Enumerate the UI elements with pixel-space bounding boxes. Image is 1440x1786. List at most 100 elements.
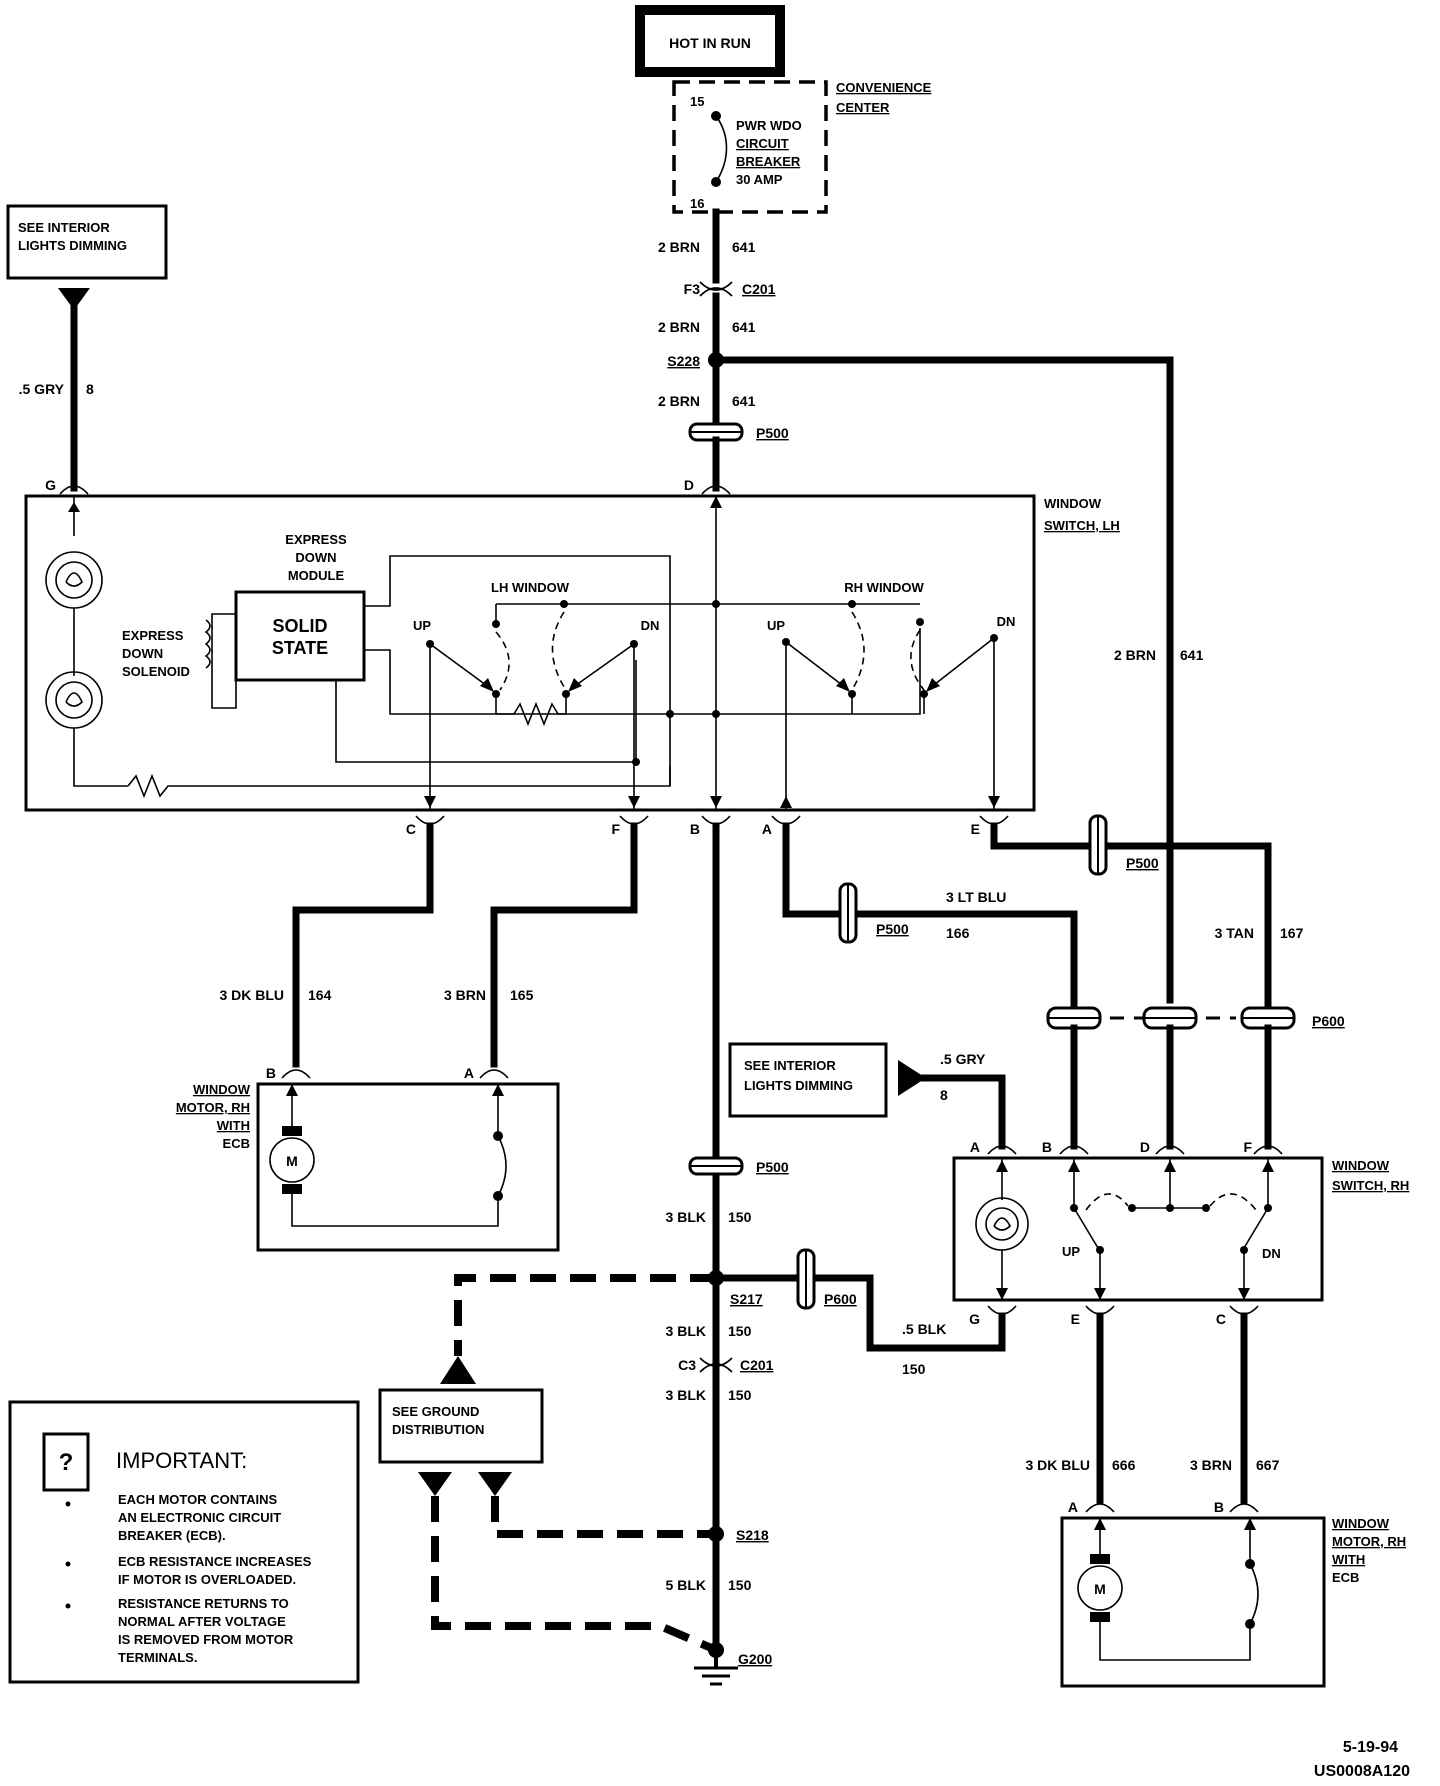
motor-lh-wire-a-circuit: 165 — [510, 987, 534, 1003]
lh-window-label: LH WINDOW — [491, 580, 570, 595]
rh-pin-d-label: D — [1140, 1139, 1150, 1155]
ground-w3-size: 3 BLK — [666, 1387, 706, 1403]
footer-code: US0008A120 — [1314, 1763, 1410, 1780]
footer: 5-19-94 US0008A120 — [1314, 1739, 1410, 1780]
p600-ground-label: P600 — [824, 1291, 857, 1307]
p500-ground-label: P500 — [756, 1159, 789, 1175]
rh-wire-c-circuit: 667 — [1256, 1457, 1280, 1473]
important-b1-l3: BREAKER (ECB). — [118, 1528, 226, 1543]
feed-wire-1-circuit: 641 — [732, 239, 756, 255]
feed-wire-2-size: 2 BRN — [658, 319, 700, 335]
lh-pin-b-label: B — [690, 821, 700, 837]
c201-ground-label: C201 — [740, 1357, 774, 1373]
lh-pin-f-label: F — [611, 821, 620, 837]
motor-rh-title-2: MOTOR, RH — [1332, 1534, 1406, 1549]
solenoid-label-1: EXPRESS — [122, 628, 184, 643]
dimming-right-label-1: SEE INTERIOR — [744, 1058, 836, 1073]
motor-lh-m: M — [286, 1153, 298, 1169]
ground-g200-label: G200 — [738, 1651, 772, 1667]
breaker-label-1: PWR WDO — [736, 118, 802, 133]
lh-rh-dn-label: DN — [997, 614, 1016, 629]
motor-lh-title-4: ECB — [223, 1136, 250, 1151]
ground-w3-circuit: 150 — [728, 1387, 752, 1403]
solid-state-label-1: SOLID — [272, 616, 327, 636]
lh-pin-a-label: A — [762, 821, 772, 837]
rh-switch-title-1: WINDOW — [1332, 1158, 1390, 1173]
tan-wire-circuit: 167 — [1280, 925, 1304, 941]
motor-lh-title-3: WITH — [217, 1118, 250, 1133]
ground-w2-size: 3 BLK — [666, 1323, 706, 1339]
p600-label: P600 — [1312, 1013, 1345, 1029]
feed-wire: 2 BRN 641 F3 C201 2 BRN 641 S228 2 BRN 6… — [658, 208, 789, 495]
dimming-right-wire-circuit: 8 — [940, 1087, 948, 1103]
important-b3-l3: IS REMOVED FROM MOTOR — [118, 1632, 294, 1647]
splice-s217-label: S217 — [730, 1291, 763, 1307]
lh-pin-e-label: E — [971, 821, 980, 837]
motor-lh-pin-a: A — [464, 1065, 474, 1081]
solid-state-module — [234, 590, 366, 682]
feed-wire-3-circuit: 641 — [732, 393, 756, 409]
dimming-left-wire-circuit: 8 — [86, 381, 94, 397]
rh-pin-g-label: G — [969, 1311, 980, 1327]
see-ground-label-2: DISTRIBUTION — [392, 1422, 484, 1437]
motor-lh-pin-b: B — [266, 1065, 276, 1081]
ground-w4-size: 5 BLK — [666, 1577, 706, 1593]
see-ground-label-1: SEE GROUND — [392, 1404, 479, 1419]
lh-switch-title-2: SWITCH, LH — [1044, 518, 1120, 533]
rh-pin-e-label: E — [1071, 1311, 1080, 1327]
rh-wire-c-size: 3 BRN — [1190, 1457, 1232, 1473]
motor-lh-wires: 3 DK BLU 164 3 BRN 165 B A — [219, 822, 638, 1081]
ltblu-connector-label: P500 — [876, 921, 909, 937]
right-feed-circuit: 641 — [1180, 647, 1204, 663]
lh-dn-label: DN — [641, 618, 660, 633]
breaker-label-2: CIRCUIT — [736, 136, 789, 151]
breaker-label-4: 30 AMP — [736, 172, 783, 187]
p500-e-label: P500 — [1126, 855, 1159, 871]
important-b2-l2: IF MOTOR IS OVERLOADED. — [118, 1572, 296, 1587]
breaker-element — [715, 115, 728, 183]
rh-wire-e-circuit: 666 — [1112, 1457, 1136, 1473]
important-b1-l1: EACH MOTOR CONTAINS — [118, 1492, 277, 1507]
important-b3-l1: RESISTANCE RETURNS TO — [118, 1596, 289, 1611]
convenience-center: CONVENIENCE CENTER 15 16 PWR WDO CIRCUIT… — [672, 80, 932, 214]
solenoid-label-2: DOWN — [122, 646, 163, 661]
ground-w2-circuit: 150 — [728, 1323, 752, 1339]
lh-up-label: UP — [413, 618, 431, 633]
solenoid-coil — [204, 619, 211, 669]
rh-pin-f-label: F — [1243, 1139, 1252, 1155]
hot-in-run-label: HOT IN RUN — [669, 35, 751, 51]
right-feed-wire: 2 BRN 641 — [712, 356, 1204, 1004]
solid-state-label-2: STATE — [272, 638, 328, 658]
important-title: IMPORTANT: — [116, 1448, 247, 1473]
dimming-left-label-1: SEE INTERIOR — [18, 220, 110, 235]
feed-wire-2-circuit: 641 — [732, 319, 756, 335]
c201-top-connector — [699, 281, 733, 291]
motor-lh-wire-b-circuit: 164 — [308, 987, 332, 1003]
lh-switch-title-1: WINDOW — [1044, 496, 1102, 511]
ground-w4-circuit: 150 — [728, 1577, 752, 1593]
rh-pin-b-label: B — [1042, 1139, 1052, 1155]
convenience-center-label-1: CONVENIENCE — [836, 80, 932, 95]
tan-wire: P500 3 TAN 167 — [990, 814, 1304, 1150]
ground-wire: P500 3 BLK 150 S217 P600 .5 BLK 150 3 BL… — [666, 822, 1006, 1686]
dimming-left-wire-size: .5 GRY — [19, 381, 65, 397]
rh-ground-circuit: 150 — [902, 1361, 926, 1377]
lh-rh-up-label: UP — [767, 618, 785, 633]
important-b3-l2: NORMAL AFTER VOLTAGE — [118, 1614, 286, 1629]
motor-lh-wire-b-size: 3 DK BLU — [219, 987, 284, 1003]
important-b1-l2: AN ELECTRONIC CIRCUIT — [118, 1510, 281, 1525]
breaker-pin-top: 15 — [690, 94, 704, 109]
window-motor-lh: WINDOW MOTOR, RH WITH ECB M — [176, 1082, 560, 1252]
important-icon — [42, 1432, 90, 1492]
important-b2-l1: ECB RESISTANCE INCREASES — [118, 1554, 312, 1569]
breaker-label-3: BREAKER — [736, 154, 801, 169]
dimming-left: SEE INTERIOR LIGHTS DIMMING .5 GRY 8 G — [6, 204, 168, 495]
lh-pin-d-label: D — [684, 477, 694, 493]
window-motor-rh: WINDOW MOTOR, RH WITH ECB M — [1060, 1516, 1406, 1688]
ground-distribution: SEE GROUND DISTRIBUTION — [378, 1274, 718, 1654]
feed-wire-1-size: 2 BRN — [658, 239, 700, 255]
rh-dn-label: DN — [1262, 1246, 1281, 1261]
motor-lh-title-1: WINDOW — [193, 1082, 251, 1097]
p500-top-label: P500 — [756, 425, 789, 441]
